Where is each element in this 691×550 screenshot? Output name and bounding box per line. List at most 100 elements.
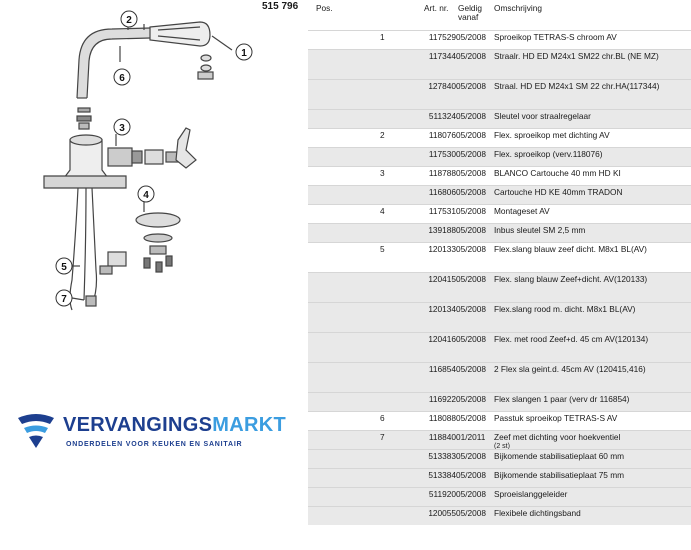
row-position: 3 bbox=[380, 168, 385, 178]
row-description: Flex. met rood Zeef+d. 45 cm AV(120134) bbox=[494, 334, 649, 344]
row-description: Flex.slang rood m. dicht. M8x1 BL(AV) bbox=[494, 304, 636, 314]
row-position: 1 bbox=[380, 32, 385, 42]
row-position: 4 bbox=[380, 206, 385, 216]
row-valid-from: 05/2008 bbox=[456, 413, 486, 423]
logo-mark-icon bbox=[18, 414, 54, 448]
row-article-number: 118788 bbox=[428, 168, 456, 178]
row-description: Sproeikop TETRAS-S chroom AV bbox=[494, 32, 617, 42]
row-valid-from: 05/2008 bbox=[456, 394, 486, 404]
parts-list-header: Pos. Art. nr. Geldig vanaf Omschrijving bbox=[308, 0, 691, 30]
row-article-number: 118088 bbox=[428, 413, 456, 423]
row-description: Flexibele dichtingsband bbox=[494, 508, 581, 518]
row-valid-from: 05/2008 bbox=[456, 130, 486, 140]
row-valid-from: 05/2008 bbox=[456, 51, 486, 61]
row-article-number: 117531 bbox=[428, 206, 456, 216]
row-article-number: 116922 bbox=[428, 394, 456, 404]
row-description: Straalr. HD ED M24x1 SM22 chr.BL (NE MZ) bbox=[494, 51, 659, 61]
row-valid-from: 05/2008 bbox=[456, 334, 486, 344]
row-valid-from: 05/2008 bbox=[456, 168, 486, 178]
row-article-number: 117529 bbox=[428, 32, 456, 42]
header-art-nr: Art. nr. bbox=[424, 3, 449, 13]
callout-6: 6 bbox=[119, 73, 125, 84]
row-article-number: 513383 bbox=[428, 451, 456, 461]
parts-list: Pos. Art. nr. Geldig vanaf Omschrijving … bbox=[308, 0, 691, 550]
exploded-parts-drawing: 1 2 3 4 5 6 7 bbox=[43, 10, 253, 311]
row-description: Flex.slang blauw zeef dicht. M8x1 BL(AV) bbox=[494, 244, 647, 254]
row-description: Cartouche HD KE 40mm TRADON bbox=[494, 187, 623, 197]
row-article-number: 511324 bbox=[428, 111, 456, 121]
row-valid-from: 05/2008 bbox=[456, 451, 486, 461]
row-valid-from: 05/2008 bbox=[456, 489, 486, 499]
logo-tagline: ONDERDELEN VOOR KEUKEN EN SANITAIR bbox=[66, 441, 243, 448]
header-pos: Pos. bbox=[316, 3, 333, 13]
row-valid-from: 05/2008 bbox=[456, 225, 486, 235]
row-description: Flex. sproeikop (verv.118076) bbox=[494, 149, 603, 159]
row-article-number: 116854 bbox=[428, 364, 456, 374]
row-valid-from: 05/2008 bbox=[456, 470, 486, 480]
row-valid-from: 05/2008 bbox=[456, 304, 486, 314]
callout-7: 7 bbox=[61, 294, 67, 305]
row-article-number: 511920 bbox=[428, 489, 456, 499]
row-description: BLANCO Cartouche 40 mm HD KI bbox=[494, 168, 621, 178]
vervangingsmarkt-logo: VERVANGINGSMARKT ONDERDELEN VOOR KEUKEN … bbox=[14, 408, 304, 458]
row-description: Flex. sproeikop met dichting AV bbox=[494, 130, 610, 140]
row-description: Flex slangen 1 paar (verv dr 116854) bbox=[494, 394, 630, 404]
row-position: 6 bbox=[380, 413, 385, 423]
row-article-number: 139188 bbox=[428, 225, 456, 235]
row-position: 7 bbox=[380, 432, 385, 442]
row-article-number: 120133 bbox=[428, 244, 456, 254]
row-valid-from: 05/2008 bbox=[456, 508, 486, 518]
row-description: 2 Flex sla geint.d. 45cm AV (120415,416) bbox=[494, 364, 646, 374]
row-article-number: 118076 bbox=[428, 130, 456, 140]
row-description: Inbus sleutel SM 2,5 mm bbox=[494, 225, 586, 235]
row-description: Sleutel voor straalregelaar bbox=[494, 111, 591, 121]
row-description: Bijkomende stabilisatieplaat 75 mm bbox=[494, 470, 625, 480]
row-valid-from: 05/2008 bbox=[456, 274, 486, 284]
row-valid-from: 05/2008 bbox=[456, 81, 486, 91]
row-article-number: 513384 bbox=[428, 470, 456, 480]
row-article-number: 120416 bbox=[428, 334, 456, 344]
callout-5: 5 bbox=[61, 262, 67, 273]
header-description: Omschrijving bbox=[494, 3, 542, 13]
row-valid-from: 05/2008 bbox=[456, 364, 486, 374]
row-position: 2 bbox=[380, 130, 385, 140]
row-article-number: 118840 bbox=[428, 432, 456, 442]
row-article-number: 117344 bbox=[428, 51, 456, 61]
row-description: Bijkomende stabilisatieplaat 60 mm bbox=[494, 451, 625, 461]
row-article-number: 116806 bbox=[428, 187, 456, 197]
row-valid-from: 05/2008 bbox=[456, 111, 486, 121]
row-valid-from: 01/2011 bbox=[456, 432, 486, 442]
row-valid-from: 05/2008 bbox=[456, 206, 486, 216]
row-article-number: 120055 bbox=[428, 508, 456, 518]
row-valid-from: 05/2008 bbox=[456, 244, 486, 254]
model-number: 515 796 bbox=[262, 1, 299, 12]
row-valid-from: 05/2008 bbox=[456, 32, 486, 42]
logo-wordmark: VERVANGINGSMARKT bbox=[63, 414, 286, 436]
row-note: (2 st) bbox=[494, 443, 510, 450]
row-article-number: 127840 bbox=[428, 81, 456, 91]
row-valid-from: 05/2008 bbox=[456, 187, 486, 197]
row-description: Montageset AV bbox=[494, 206, 550, 216]
row-description: Passtuk sproeikop TETRAS-S AV bbox=[494, 413, 618, 423]
callout-2: 2 bbox=[126, 15, 132, 26]
